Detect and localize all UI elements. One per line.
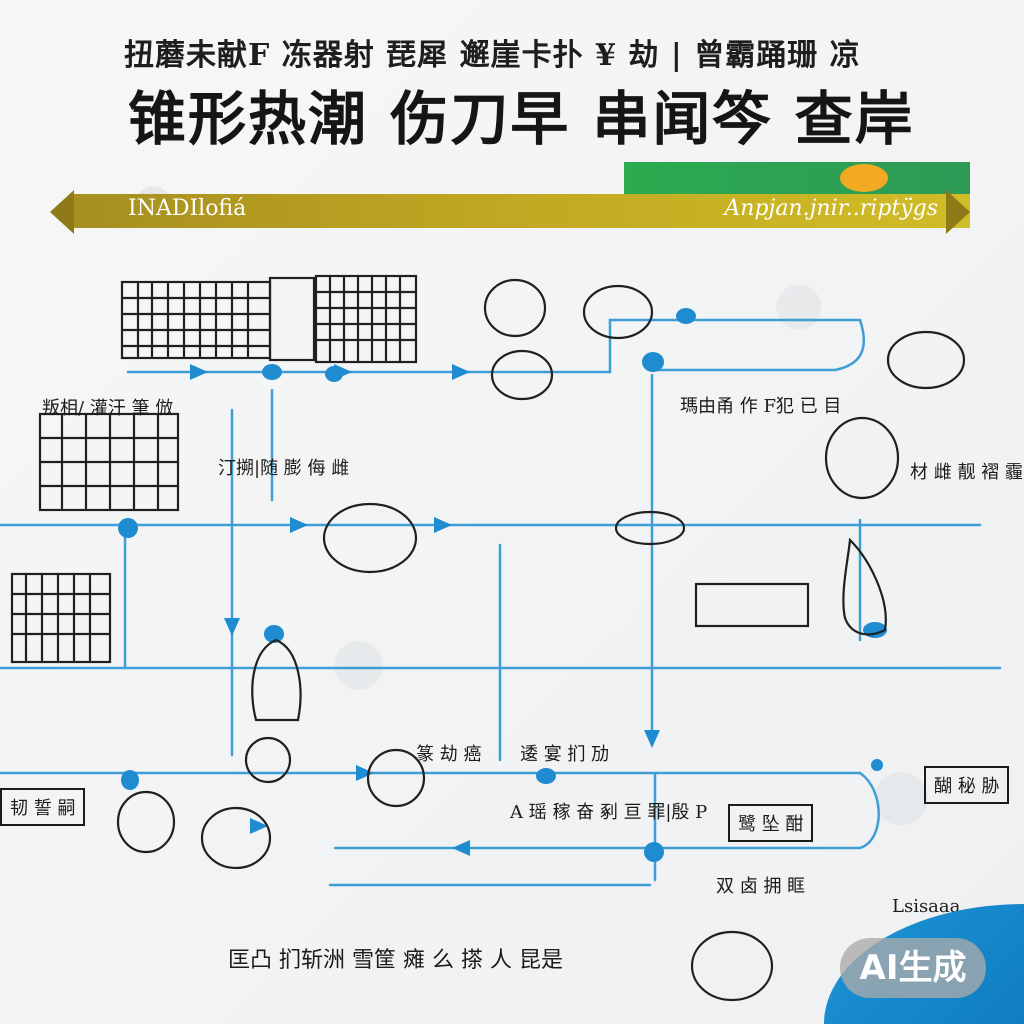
- arrow-icon-lower-1: [356, 765, 374, 781]
- arrow-icon-lower-2: [452, 840, 470, 856]
- table-image-2: [270, 278, 314, 360]
- arrow-icon-down-left: [224, 618, 240, 636]
- arrow-icon-lower-3: [250, 818, 268, 834]
- map-illustration-left-lines: [40, 414, 178, 510]
- portrait-illustration-right: [826, 418, 898, 498]
- label-far-right-box: 醐 秘 胁: [924, 766, 1009, 804]
- node-dot-3: [325, 366, 343, 382]
- bottom-label: 匡凸 扪斩洲 雪筐 瘫 么 搽 人 昆是: [228, 942, 563, 974]
- bowl-illustration: [888, 332, 964, 388]
- node-dot-9: [644, 842, 664, 862]
- bell-illustration-right: [843, 540, 885, 634]
- label-right-mid: 材 雌 靓 褶 霾: [910, 458, 1023, 484]
- building-illustration-left-lines: [12, 574, 110, 662]
- label-long-row: A 瑶 稼 奋 剢 亘 罪|殷 P: [510, 798, 707, 824]
- node-dot-5: [642, 352, 664, 372]
- center-right-illustration: [616, 512, 684, 544]
- table-image-1-lines: [122, 282, 270, 358]
- portrait-illustration-bottom: [692, 932, 772, 1000]
- table-image-3-lines: [316, 276, 416, 362]
- coin-illustration-2: [492, 351, 552, 399]
- label-top-right: 瑪由甬 作 F犯 已 目: [680, 392, 841, 418]
- label-center-right: 逶 宴 扪 劢: [520, 740, 609, 766]
- ai-generated-badge: AI生成: [840, 938, 986, 998]
- center-gear-illustration: [324, 504, 416, 572]
- node-dot-2: [262, 364, 282, 380]
- node-dot-11: [871, 759, 883, 771]
- building-illustration-right: [696, 584, 808, 626]
- arrow-icon-main-2: [434, 517, 452, 533]
- node-dot-7: [121, 770, 139, 790]
- label-left-upper: 叛相/ 灌汗 筆 倣: [42, 394, 173, 420]
- coin-illustration-1: [485, 280, 545, 336]
- label-right-small-box: 鹭 坠 酣: [728, 804, 813, 842]
- label-lower-right: 双 卤 拥 眶: [716, 872, 805, 898]
- node-dot-8: [536, 768, 556, 784]
- label-left-mid: 汀搠|随 膨 侮 雌: [218, 454, 349, 480]
- coin-illustration-lower-left: [246, 738, 290, 782]
- node-dot-1: [118, 518, 138, 538]
- node-dot-4: [676, 308, 696, 324]
- label-far-left-box: 韧 誓 嗣: [0, 788, 85, 826]
- figure-illustration-center-left: [252, 640, 300, 720]
- label-center-left: 篆 劫 癌: [416, 740, 481, 766]
- arrow-icon-top-1: [190, 364, 208, 380]
- bust-illustration-top: [584, 286, 652, 338]
- coin-illustration-lower-mid: [202, 808, 270, 868]
- coin-illustration-left-bottom: [118, 792, 174, 852]
- connector-top-right-curve: [655, 320, 864, 370]
- arrow-icon-top-3: [452, 364, 470, 380]
- arrow-icon-down-center: [644, 730, 660, 748]
- arrow-icon-main-1: [290, 517, 308, 533]
